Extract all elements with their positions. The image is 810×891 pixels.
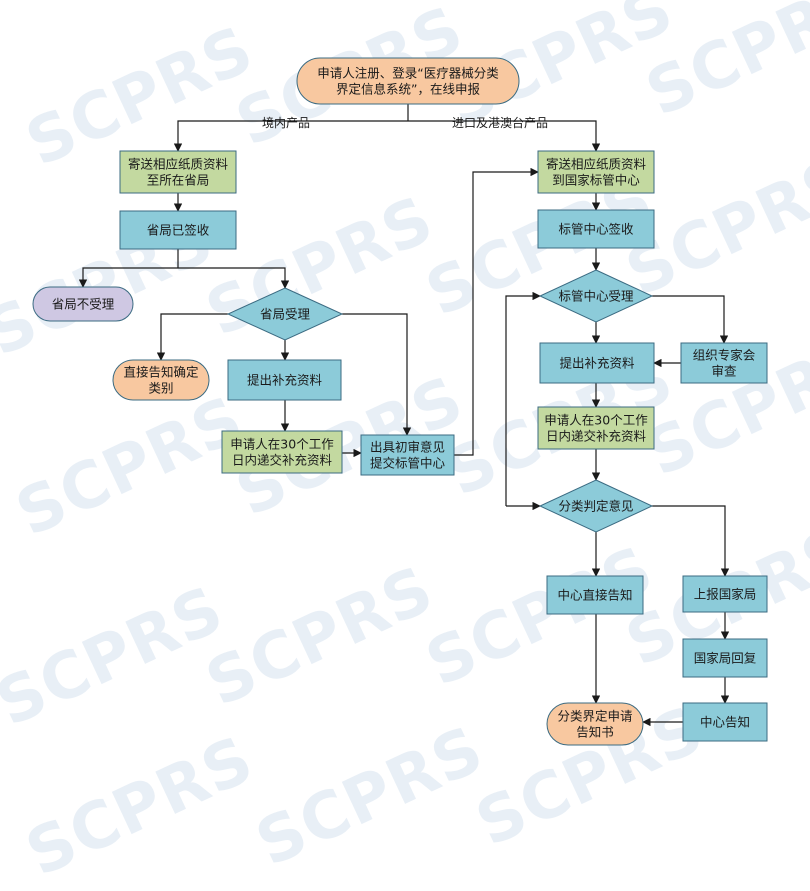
node-shape-prov-accept bbox=[226, 287, 344, 341]
node-nat-accept: 标管中心受理 bbox=[538, 269, 654, 323]
node-label-nmpa-reply: 国家局回复 bbox=[694, 651, 757, 666]
node-label-final-notice: 分类界定申请 bbox=[557, 709, 632, 724]
node-nmpa-reply: 国家局回复 bbox=[682, 638, 768, 678]
node-shape-start bbox=[296, 57, 520, 105]
node-classify: 分类判定意见 bbox=[538, 479, 654, 533]
node-prov-supp: 提出补充资料 bbox=[227, 359, 342, 401]
connector-prov-branch-right bbox=[178, 267, 290, 289]
node-shape-prov-sign bbox=[119, 210, 237, 250]
node-label-prov-sign: 省局已签收 bbox=[147, 223, 210, 238]
node-prov-sign: 省局已签收 bbox=[119, 210, 237, 250]
node-label-direct-notify: 直接告知确定 bbox=[123, 365, 198, 380]
connector-split-domestic bbox=[173, 120, 408, 152]
node-label-expert: 组织专家会 bbox=[693, 348, 756, 363]
connector-split-imported bbox=[408, 120, 601, 152]
node-report-nmpa: 上报国家局 bbox=[682, 575, 768, 613]
node-label-nat-supp: 提出补充资料 bbox=[559, 356, 635, 371]
flowchart-diagram: 申请人注册、登录“医疗器械分类界定信息系统”，在线申报寄送相应纸质资料至所在省局… bbox=[32, 57, 768, 746]
node-shape-prov-supp bbox=[227, 359, 342, 401]
node-shape-prov-send bbox=[119, 150, 237, 194]
node-shape-classify bbox=[538, 479, 654, 533]
node-prov-accept: 省局受理 bbox=[226, 287, 344, 341]
node-shape-report-nmpa bbox=[682, 575, 768, 613]
node-label-nat-send: 寄送相应纸质资料 bbox=[546, 157, 647, 172]
node-label-direct-notify: 类别 bbox=[148, 381, 173, 396]
node-label-prov-reject: 省局不受理 bbox=[52, 297, 115, 312]
node-label-prov-submit30: 日内递交补充资料 bbox=[232, 453, 333, 468]
node-shape-final-notice bbox=[546, 702, 644, 746]
node-shape-nat-submit30 bbox=[537, 406, 655, 450]
node-label-prov-accept: 省局受理 bbox=[260, 307, 311, 322]
node-label-prov-send: 至所在省局 bbox=[147, 173, 210, 188]
node-shape-expert bbox=[680, 342, 768, 384]
node-label-start: 界定信息系统”，在线申报 bbox=[336, 82, 480, 97]
node-shape-prov-submit30 bbox=[221, 430, 343, 474]
node-shape-nat-supp bbox=[539, 342, 655, 384]
node-shape-prov-reject bbox=[32, 286, 134, 322]
node-label-nat-submit30: 申请人在30个工作 bbox=[544, 413, 648, 428]
edge-label-domestic: 境内产品 bbox=[262, 115, 310, 130]
connector-classify-report bbox=[652, 505, 730, 577]
edge-label-imported: 进口及港澳台产品 bbox=[452, 115, 548, 130]
node-label-nat-accept: 标管中心受理 bbox=[558, 289, 634, 304]
node-label-prov-submit30: 申请人在30个工作 bbox=[230, 437, 334, 452]
connector-nat-accept-expert bbox=[652, 295, 729, 344]
node-label-center-inform: 中心告知 bbox=[700, 715, 750, 730]
node-label-nat-send: 到国家标管中心 bbox=[552, 173, 640, 188]
node-shape-nat-send bbox=[537, 150, 655, 194]
node-label-final-notice: 告知书 bbox=[576, 725, 614, 740]
connector-prov-accept-direct bbox=[156, 313, 228, 361]
node-label-nat-sign: 标管中心签收 bbox=[558, 222, 634, 237]
node-shape-nmpa-reply bbox=[682, 638, 768, 678]
connector-loop-left-to-accept bbox=[505, 291, 541, 506]
node-nat-sign: 标管中心签收 bbox=[537, 209, 655, 249]
node-label-expert: 审查 bbox=[711, 364, 737, 379]
connector-prov-accept-opinion bbox=[342, 313, 412, 436]
node-shape-center-notify bbox=[546, 575, 644, 615]
node-label-center-notify: 中心直接告知 bbox=[557, 588, 632, 603]
node-label-prov-send: 寄送相应纸质资料 bbox=[128, 157, 229, 172]
node-shape-prov-opinion bbox=[360, 434, 455, 476]
node-center-notify: 中心直接告知 bbox=[546, 575, 644, 615]
node-label-report-nmpa: 上报国家局 bbox=[694, 587, 757, 602]
connector-opinion-to-nat bbox=[454, 167, 539, 456]
node-shape-direct-notify bbox=[112, 359, 210, 401]
node-label-prov-opinion: 提交标管中心 bbox=[370, 456, 446, 471]
node-label-prov-supp: 提出补充资料 bbox=[247, 373, 323, 388]
node-shape-nat-sign bbox=[537, 209, 655, 249]
connector-prov-branch-left bbox=[78, 267, 178, 288]
node-label-classify: 分类判定意见 bbox=[558, 499, 633, 514]
node-label-prov-opinion: 出具初审意见 bbox=[370, 440, 445, 455]
node-shape-center-inform bbox=[682, 702, 768, 742]
node-center-inform: 中心告知 bbox=[682, 702, 768, 742]
node-label-nat-submit30: 日内递交补充资料 bbox=[546, 429, 647, 444]
node-prov-reject: 省局不受理 bbox=[32, 286, 134, 322]
node-shape-nat-accept bbox=[538, 269, 654, 323]
node-label-start: 申请人注册、登录“医疗器械分类 bbox=[317, 66, 499, 81]
node-nat-supp: 提出补充资料 bbox=[539, 342, 655, 384]
